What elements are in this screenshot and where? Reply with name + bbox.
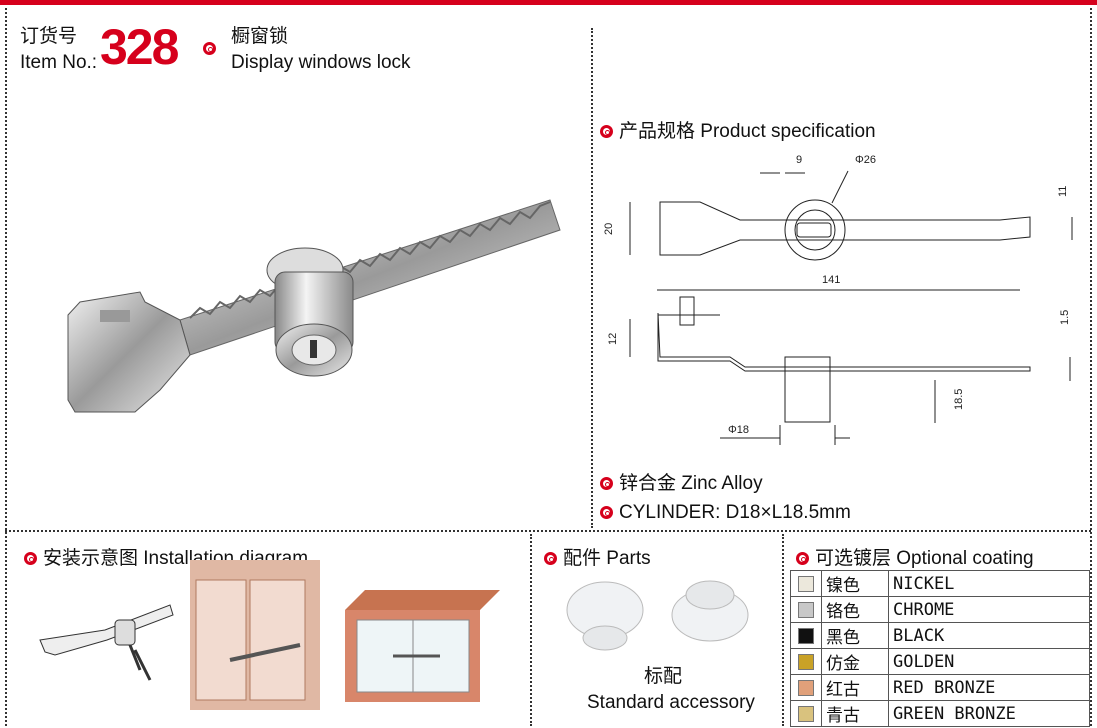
install-glass-sketch — [190, 560, 320, 710]
divider-main — [591, 28, 593, 528]
ring-icon — [544, 552, 557, 566]
coating-swatch-cell — [790, 700, 822, 727]
product-name-en: Display windows lock — [231, 52, 411, 73]
cylinder-text: CYLINDER: D18×L18.5mm — [619, 502, 851, 523]
item-no-cn: 订货号 — [20, 26, 78, 47]
ring-icon — [600, 477, 613, 491]
dim-12: 12 — [607, 333, 619, 345]
install-lock-sketch — [39, 604, 174, 681]
material-text: 锌合金 Zinc Alloy — [619, 473, 763, 494]
frame-right — [1090, 8, 1092, 726]
parts-bushings — [566, 580, 749, 651]
coating-name-en: RED BRONZE — [888, 674, 1090, 701]
spec-heading-text: 产品规格 Product specification — [619, 121, 876, 142]
parts-heading: 配件 Parts — [544, 543, 651, 570]
ring-icon — [600, 125, 613, 139]
coating-name-en: NICKEL — [888, 570, 1090, 597]
divider-install-parts — [530, 534, 532, 726]
ring-icon — [600, 506, 613, 520]
color-swatch — [798, 575, 814, 592]
product-name-cn: 橱窗锁 — [231, 26, 289, 47]
coating-swatch-cell — [790, 622, 822, 649]
coating-name-en: GREEN BRONZE — [888, 700, 1090, 727]
ring-icon — [203, 42, 216, 56]
color-swatch — [798, 601, 814, 618]
coating-swatch-cell — [790, 648, 822, 675]
parts-heading-text: 配件 Parts — [563, 548, 651, 569]
coating-name-cn: 黑色 — [821, 622, 889, 649]
dim-dia18: Φ18 — [728, 424, 749, 436]
parts-standard-cn: 标配 — [644, 666, 683, 687]
coating-swatch-cell — [790, 596, 822, 623]
material-line: 锌合金 Zinc Alloy — [600, 468, 763, 495]
coating-name-cn: 红古 — [821, 674, 889, 701]
dim-9: 9 — [796, 154, 802, 166]
coating-swatch-cell — [790, 674, 822, 701]
dim-18-5: 18.5 — [953, 389, 965, 410]
color-swatch — [798, 705, 814, 722]
coating-heading: 可选镀层 Optional coating — [796, 543, 1034, 570]
install-cabinet-sketch — [345, 590, 500, 702]
dim-141: 141 — [822, 274, 840, 286]
dim-11: 11 — [1057, 186, 1069, 197]
dim-20: 20 — [603, 223, 615, 235]
coating-name-cn: 镍色 — [821, 570, 889, 597]
ring-icon — [796, 552, 809, 566]
coating-heading-text: 可选镀层 Optional coating — [815, 548, 1034, 569]
ring-icon — [24, 552, 37, 566]
coating-name-en: CHROME — [888, 596, 1090, 623]
dim-dia26: Φ26 — [855, 154, 876, 166]
color-swatch — [798, 679, 814, 696]
divider-bottom — [5, 530, 1091, 532]
frame-left — [5, 8, 7, 726]
item-number: 328 — [100, 19, 179, 75]
top-red-bar — [0, 0, 1097, 5]
dim-1-5: 1.5 — [1059, 310, 1071, 325]
product-photo — [67, 199, 561, 413]
color-swatch — [798, 627, 814, 644]
coating-swatch-cell — [790, 570, 822, 597]
coating-name-cn: 青古 — [821, 700, 889, 727]
technical-drawing: 9 Φ26 20 11 141 12 1.5 18.5 Φ18 — [603, 154, 1073, 445]
coating-name-en: BLACK — [888, 622, 1090, 649]
divider-parts-coating — [782, 534, 784, 726]
coating-name-cn: 铬色 — [821, 596, 889, 623]
coating-name-cn: 仿金 — [821, 648, 889, 675]
color-swatch — [798, 653, 814, 670]
cylinder-line: CYLINDER: D18×L18.5mm — [600, 502, 851, 524]
parts-standard-en: Standard accessory — [587, 692, 755, 713]
spec-heading: 产品规格 Product specification — [600, 116, 876, 143]
item-no-en: Item No.: — [20, 52, 98, 73]
coating-name-en: GOLDEN — [888, 648, 1090, 675]
